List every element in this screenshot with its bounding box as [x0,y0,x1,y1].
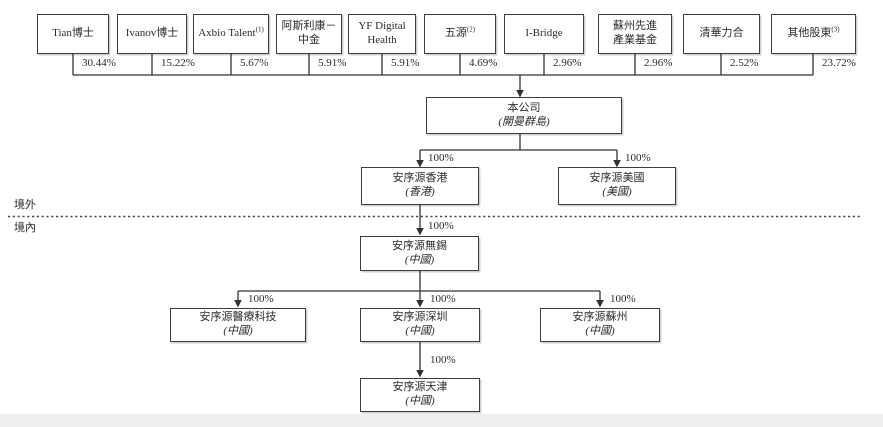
shareholder-name: 阿斯利康－ 中金 [281,20,337,46]
company-box: 本公司 (開曼群島) [426,97,622,134]
shareholder-box-wuyuan: 五源(2) [424,14,496,54]
ownership-percent: 100% [248,293,274,305]
shareholder-name: I-Bridge [525,27,563,40]
subsidiary-name: 安序源蘇州 [572,311,628,324]
shareholder-bus-connectors [72,54,814,91]
shareholder-box-yf-digital-health: YF Digital Health [348,14,416,54]
subsidiary-name: 安序源無錫 [392,239,447,252]
subsidiary-jurisdiction: (香港) [405,186,435,198]
subsidiary-jurisdiction: (中國) [405,395,435,407]
subsidiary-box-suzhou: 安序源蘇州 (中國) [540,308,660,342]
ownership-percent: 100% [430,293,456,305]
subsidiary-name: 安序源醫療科技 [199,311,277,324]
subsidiary-name: 安序源深圳 [392,311,448,324]
subsidiary-jurisdiction: (中國) [585,325,615,337]
ownership-percent: 30.44% [82,57,116,69]
footnote-marker: (1) [255,25,264,34]
shareholder-name: YF Digital Health [358,20,406,46]
shareholder-name: 蘇州先進 產業基金 [613,20,657,46]
ownership-percent: 5.67% [240,57,269,69]
shareholder-box-ivanov: Ivanov博士 [117,14,187,54]
ownership-percent: 100% [625,152,651,164]
subsidiary-box-shenzhen: 安序源深圳 (中國) [360,308,480,342]
shareholder-box-axbio-talent: Axbio Talent(1) [193,14,269,54]
shareholder-box-tsinghua-lihe: 清華力合 [683,14,760,54]
company-name: 本公司 [507,101,541,114]
subsidiary-box-usa: 安序源美國 (美國) [558,167,676,205]
company-branch-connectors [419,133,618,229]
subsidiary-box-wuxi: 安序源無錫 (中國) [360,236,479,271]
ownership-percent: 100% [610,293,636,305]
subsidiary-box-hongkong: 安序源香港 (香港) [361,167,479,205]
subsidiary-jurisdiction: (中國) [405,325,435,337]
shareholder-name: Axbio Talent [198,27,256,40]
subsidiary-jurisdiction: (中國) [223,325,253,337]
footnote-marker: (2) [466,25,476,34]
subsidiary-name: 安序源美國 [589,172,645,185]
shareholder-name: 五源 [444,27,467,40]
region-label-offshore: 境外 [14,199,36,211]
footnote-marker: (3) [831,25,840,34]
ownership-percent: 100% [430,354,456,366]
shareholder-name: Tian博士 [52,27,94,40]
ownership-percent: 15.22% [161,57,195,69]
shareholder-box-suzhou-advanced-industry-fund: 蘇州先進 產業基金 [598,14,672,54]
ownership-percent: 4.69% [469,57,498,69]
shareholder-box-ibridge: I-Bridge [504,14,584,54]
arrowheads [234,90,621,378]
subsidiary-name: 安序源香港 [392,172,448,185]
children-branch-connectors [237,271,601,371]
company-jurisdiction: (開曼群島) [498,115,550,128]
ownership-percent: 2.52% [730,57,759,69]
ownership-percent: 2.96% [553,57,582,69]
subsidiary-jurisdiction: (中國) [404,253,435,266]
subsidiary-box-tianjin: 安序源天津 (中國) [360,378,480,412]
ownership-percent: 100% [428,220,454,232]
region-label-onshore: 境內 [14,222,36,234]
ownership-percent: 5.91% [391,57,420,69]
shareholder-name: Ivanov博士 [125,27,179,40]
shareholder-name: 清華力合 [699,27,744,40]
ownership-percent: 2.96% [644,57,673,69]
subsidiary-box-medtech: 安序源醫療科技 (中國) [170,308,306,342]
ownership-percent: 23.72% [822,57,856,69]
page-bottom-strip [0,414,883,427]
ownership-percent: 100% [428,152,454,164]
shareholder-box-astrazeneca-cicc: 阿斯利康－ 中金 [276,14,342,54]
subsidiary-name: 安序源天津 [392,381,448,394]
subsidiary-jurisdiction: (美國) [602,186,632,198]
shareholder-box-other-shareholders: 其他股東(3) [771,14,856,54]
shareholder-name: 其他股東 [787,27,832,40]
ownership-percent: 5.91% [318,57,347,69]
shareholder-box-tian: Tian博士 [37,14,109,54]
